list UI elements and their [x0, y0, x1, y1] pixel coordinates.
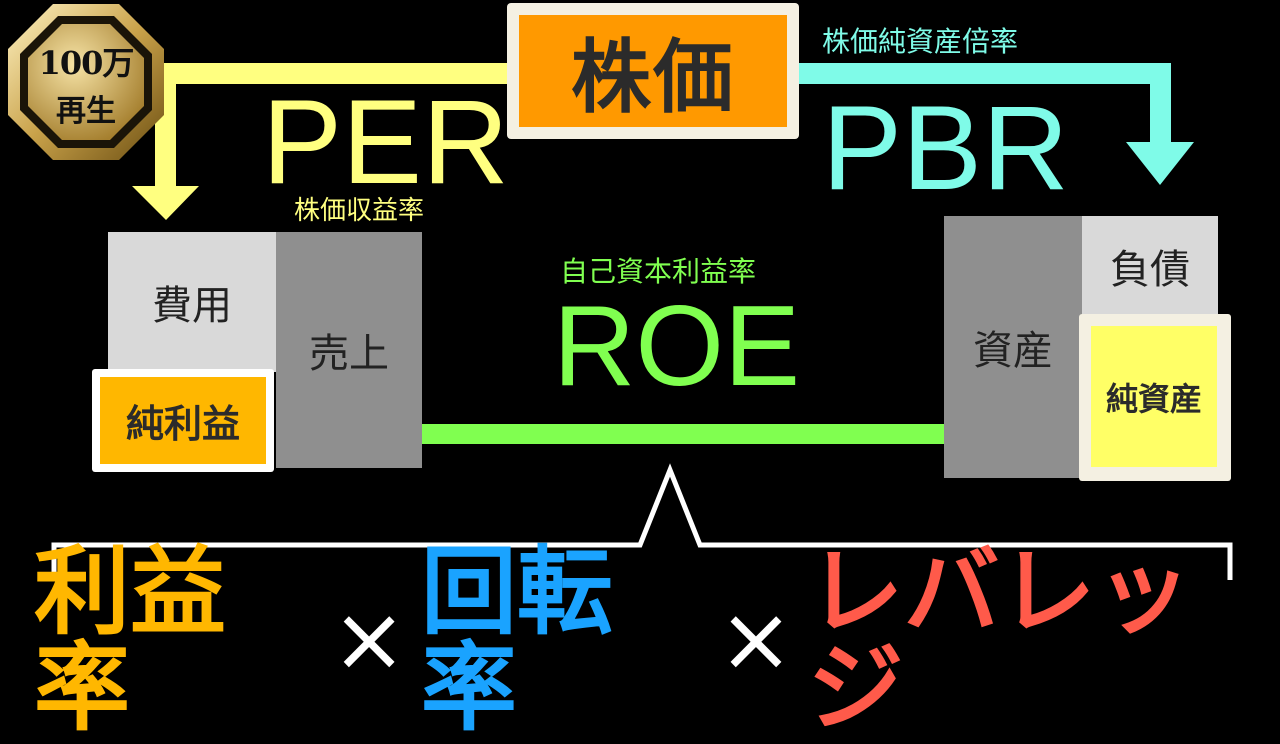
- roe-label: ROE: [553, 283, 801, 410]
- net-profit-box: 純利益: [92, 369, 274, 472]
- bracket-icon: [51, 463, 1233, 580]
- formula-leverage: レバレッジ: [807, 536, 1192, 744]
- formula-profit-margin: 利益率: [34, 536, 226, 744]
- pbr-subtitle: 株価純資産倍率: [822, 25, 1019, 58]
- formula-turnover: 回転率: [420, 536, 613, 744]
- badge-views-label: 再生: [56, 94, 116, 129]
- net-assets-label: 純資産: [1091, 326, 1217, 467]
- net-assets-box: 純資産: [1079, 314, 1231, 481]
- pbr-arrow-icon: [799, 63, 1194, 185]
- multiply-icon: ×: [718, 587, 794, 692]
- stock-price-label: 株価: [519, 15, 787, 127]
- octagon-badge-icon: [8, 4, 164, 160]
- stock-price-box: 株価: [507, 3, 799, 139]
- badge-views-count: 100万: [38, 44, 135, 82]
- liabilities-block: 負債: [1082, 216, 1218, 316]
- liabilities-label: 負債: [1110, 247, 1190, 293]
- net-profit-label: 純利益: [100, 377, 266, 464]
- per-subtitle: 株価収益率: [294, 196, 425, 226]
- million-views-badge: 100万 再生: [6, 2, 166, 162]
- roe-subtitle: 自己資本利益率: [560, 255, 757, 288]
- multiply-icon: ×: [331, 587, 407, 692]
- cost-block: 費用: [108, 232, 276, 372]
- assets-block: 資産: [944, 216, 1082, 478]
- per-label: PER: [262, 75, 509, 209]
- roe-formula: 利益率 × 回転率 × レバレッジ: [34, 544, 1280, 736]
- pbr-label: PBR: [822, 81, 1069, 215]
- cost-label: 費用: [152, 283, 232, 329]
- sales-block: 売上: [276, 232, 422, 468]
- assets-label: 資産: [973, 328, 1053, 374]
- sales-label: 売上: [309, 331, 389, 377]
